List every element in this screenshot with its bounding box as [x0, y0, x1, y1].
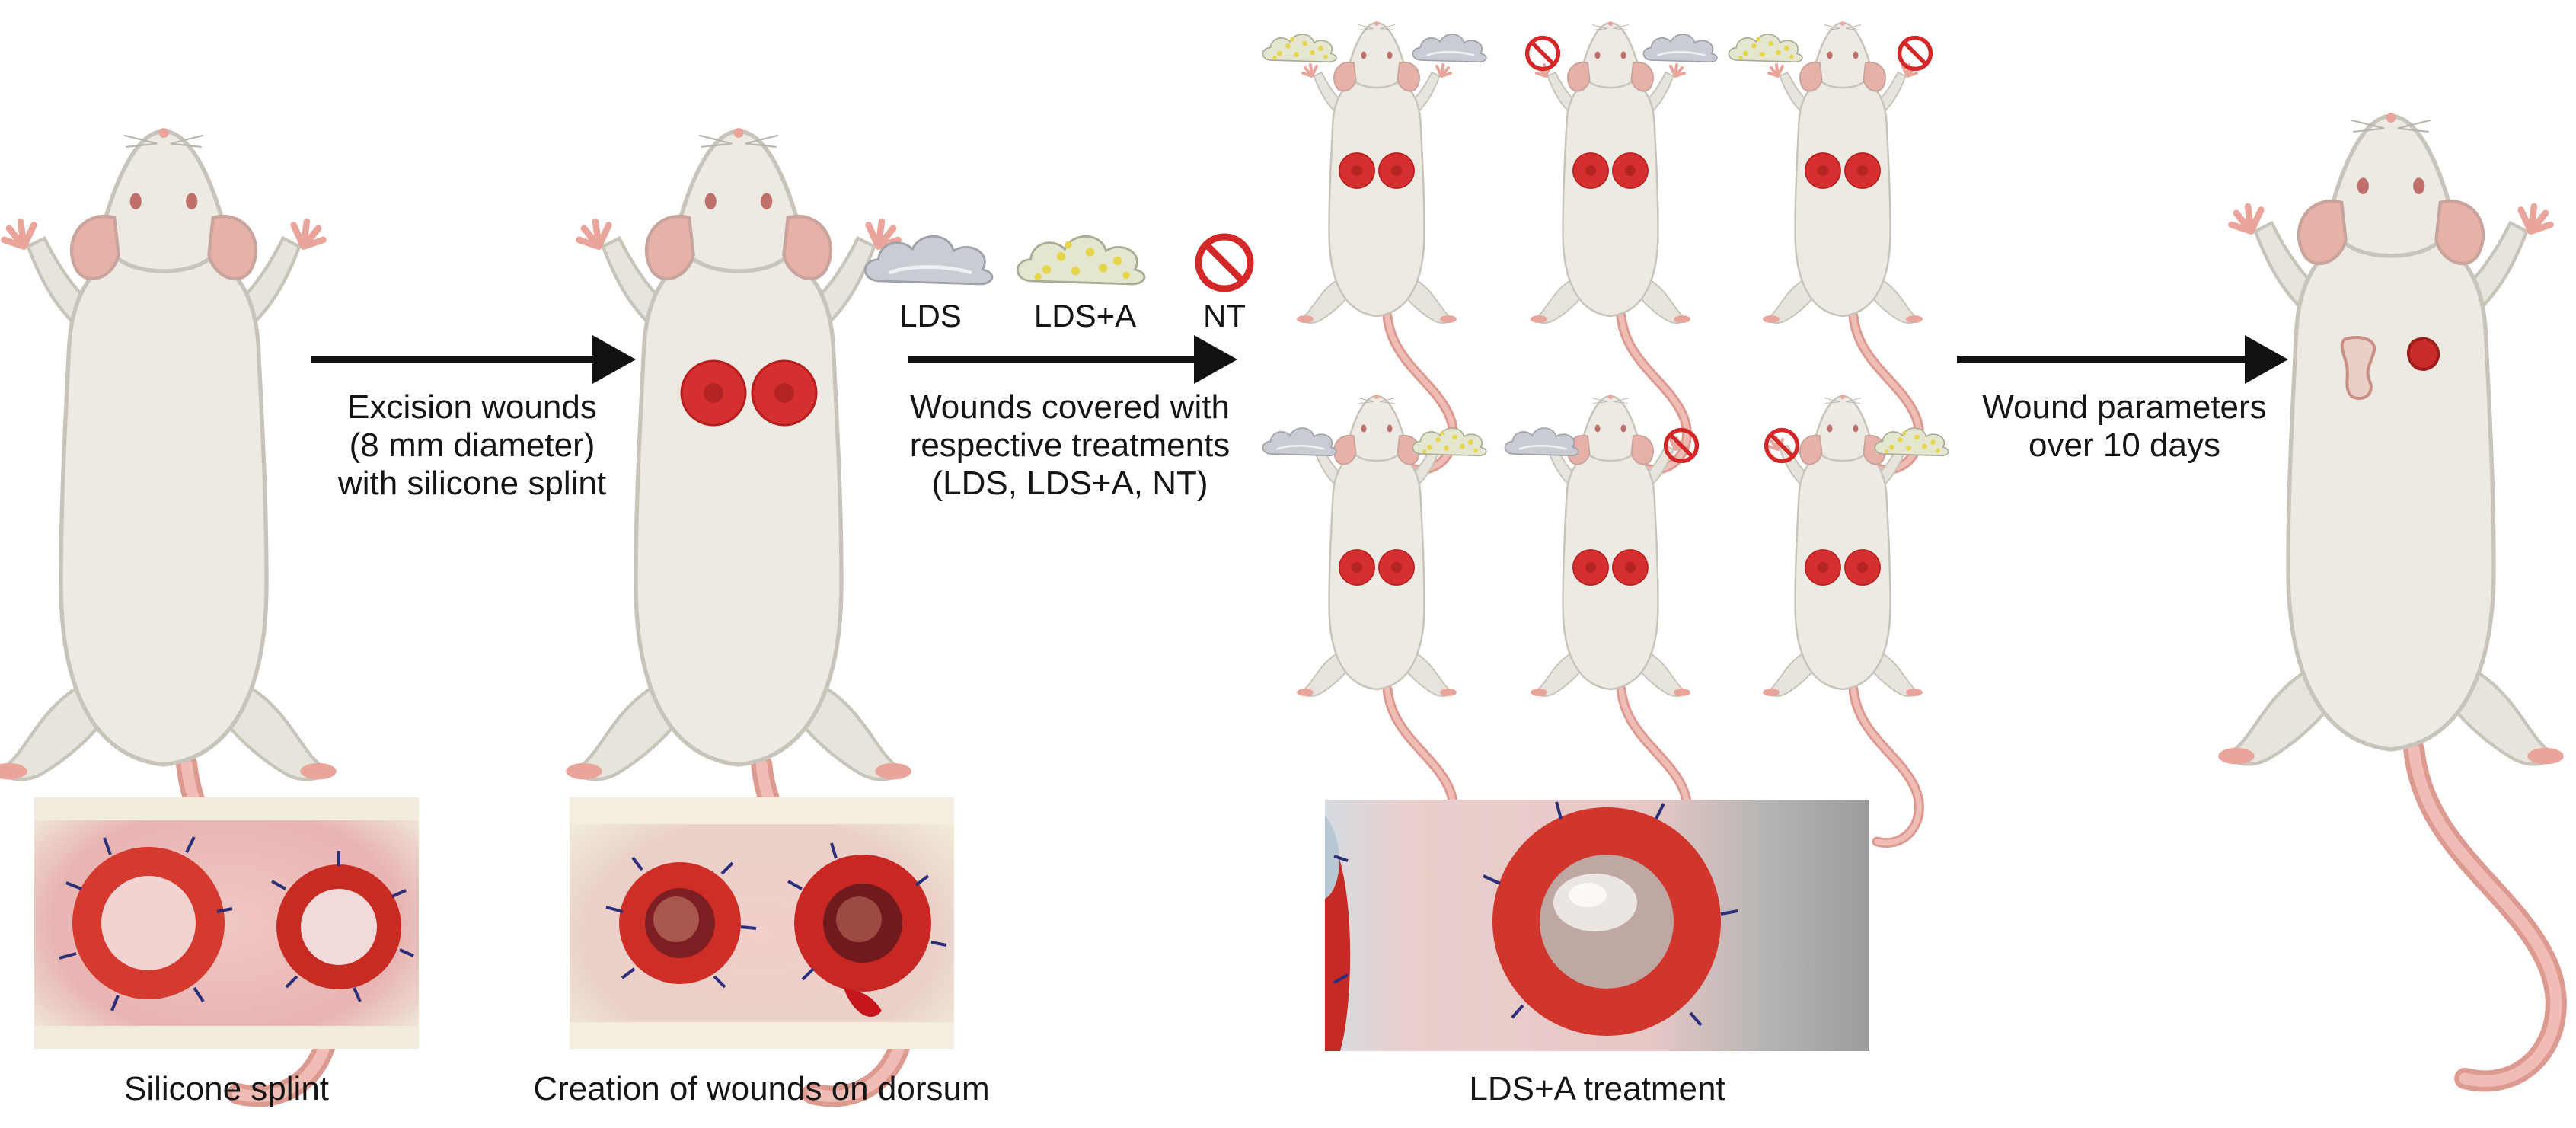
no-treatment-icon	[1199, 237, 1250, 289]
photo-wound-creation	[570, 797, 954, 1049]
step-label-parameters: Wound parameters over 10 days	[1982, 388, 2267, 464]
no-treatment-icon	[1527, 38, 1559, 69]
gel-dotted-cloud-icon	[1262, 34, 1337, 63]
gel-dotted-cloud-icon	[1728, 34, 1803, 63]
caption-wound-creation: Creation of wounds on dorsum	[533, 1070, 990, 1107]
step-label-treatment: Wounds covered with respective treatment…	[909, 388, 1231, 502]
photo-silicone-splint	[34, 797, 419, 1049]
arrow-step-1	[311, 335, 636, 384]
open-wound-icon	[2406, 337, 2440, 371]
gel-cloud-icon	[1642, 33, 1719, 63]
wound-right-icon	[751, 359, 818, 427]
caption-ldsa-treatment: LDS+A treatment	[1469, 1070, 1725, 1107]
no-treatment-icon	[1900, 38, 1931, 69]
gel-cloud-icon	[1412, 33, 1488, 63]
treatment-label-lds: LDS	[899, 298, 962, 334]
treatment-label-nt: NT	[1203, 298, 1246, 334]
gel-dotted-cloud-icon	[1412, 427, 1487, 457]
healed-wound-icon	[2340, 336, 2376, 401]
gel-dotted-cloud-icon	[1874, 427, 1949, 457]
gel-cloud-icon	[1504, 427, 1580, 457]
gel-dotted-cloud-icon	[1016, 235, 1146, 286]
photo-ldsa-treatment	[1325, 800, 1869, 1051]
arrow-step-2	[908, 335, 1237, 384]
treatment-grid	[1262, 21, 1949, 843]
caption-silicone-splint: Silicone splint	[123, 1070, 330, 1107]
gel-cloud-icon	[1262, 427, 1338, 457]
rat-healing	[2218, 113, 2564, 1081]
arrow-step-3	[1957, 335, 2288, 384]
step-label-excision: Excision wounds (8 mm diameter) with sil…	[337, 388, 607, 502]
wound-left-icon	[680, 359, 747, 427]
treatment-label-ldsa: LDS+A	[1033, 298, 1137, 334]
